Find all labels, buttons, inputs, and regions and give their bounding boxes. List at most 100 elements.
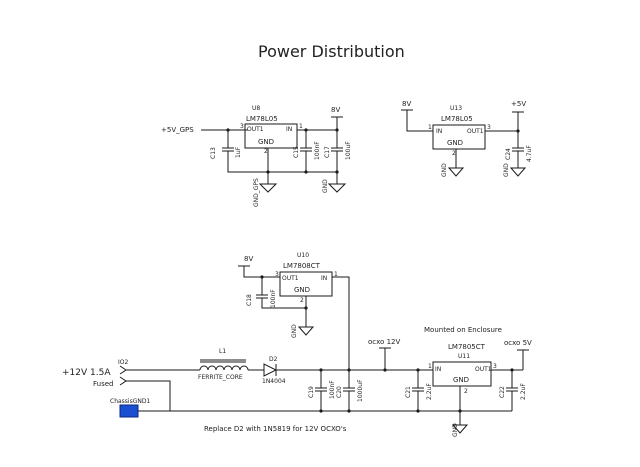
u8-pin-num: 3 [240,123,244,130]
c22-symbol [506,370,518,411]
chassis-gnd-tab [119,404,139,418]
c20-value: 1000uF [357,379,364,402]
net-label-5v: +5V [511,100,526,108]
wire [238,265,280,278]
c19-symbol [315,370,327,411]
u11-part: LM7805CT [448,343,486,351]
l1-ref: L1 [219,348,226,355]
c15-ref: C15 [293,146,300,158]
u11-ref: U11 [458,353,470,360]
u13-ref: U13 [450,105,462,112]
c18-ref: C18 [246,294,253,306]
main-input-block: +12V 1.5A Fused IO2 ChassisGND1 L1 FERRI… [62,326,532,437]
page-title: Power Distribution [258,42,405,61]
c20-ref: C20 [336,386,343,398]
net-label-gnd: GND [503,163,510,177]
gnd-symbol [327,183,347,193]
chassis-label: ChassisGND1 [110,398,150,405]
wire [379,347,391,370]
u10-pin-gnd: GND [294,286,310,294]
net-label-5v-gps: +5V_GPS [161,126,194,134]
u13-pin-out: OUT1 [467,128,484,135]
connector-pins [119,365,127,386]
c18-value: 100nF [270,289,277,308]
net-label-8v: 8V [331,106,340,114]
u8-pin-gnd: GND [258,138,274,146]
gnd-symbol [451,386,469,434]
c19-value: 100nF [329,380,336,399]
u13-pin-in: IN [436,128,442,135]
wire [460,349,529,412]
u11-pin-num: 3 [493,363,497,370]
u10-pin-num: 3 [275,271,279,278]
d2-value: 1N4004 [262,378,286,385]
net-label-ocxo-5v: ocxo 5V [504,339,532,347]
u10-pin-num: 2 [300,297,304,304]
u8-pin-in: IN [286,126,292,133]
u11-pin-out: OUT1 [475,366,492,373]
u8-regulator-block: +5V_GPS U8 LM78L05 OUT1 IN GND 3 1 2 8V … [161,105,352,207]
l1-value: FERRITE_CORE [198,374,243,381]
u13-part: LM78L05 [441,115,473,123]
net-label-gnd: GND [322,179,329,193]
c24-value: 4.7uF [526,145,533,162]
c18-symbol [256,277,306,309]
u11-body [432,361,492,387]
c15-symbol [300,130,312,172]
u11-pin-in: IN [435,366,441,373]
u8-ref: U8 [252,105,260,112]
u13-pin-num: 3 [487,124,491,131]
c22-ref: C22 [499,386,506,398]
u8-part: LM78L05 [246,115,278,123]
c13-ref: C13 [210,147,217,159]
u13-body [432,124,486,150]
c21-symbol [412,370,424,411]
gnd-gps-symbol [258,148,278,193]
c21-value: 2.2uF [426,383,433,400]
wire [332,276,350,370]
c13-symbol [222,130,337,173]
c24-symbol [512,131,524,168]
replace-note: Replace D2 with 1N5819 for 12V OCXO's [204,425,347,433]
net-label-gnd: GND [291,324,298,338]
net-label-gnd-gps: GND_GPS [253,178,260,207]
gnd-symbol [447,149,465,177]
gnd-symbol [297,296,315,336]
u13-pin-gnd: GND [447,139,463,147]
u10-pin-num: 1 [334,271,338,278]
c24-ref: C24 [505,148,512,160]
u8-pin-num: 1 [299,123,303,130]
net-label-gnd: GND [452,423,459,437]
c19-ref: C19 [308,386,315,398]
enclosure-note: Mounted on Enclosure [424,326,502,334]
connector-sublabel: Fused [93,380,113,388]
net-label-8v: 8V [402,100,411,108]
wire [485,111,524,132]
net-label-ocxo-12v: ocxo 12V [368,338,400,346]
l1-symbol [199,359,249,371]
u13-regulator-block: 8V U13 LM78L05 IN OUT1 GND 1 3 2 GND +5V… [401,100,533,177]
u8-pin-num: 2 [264,148,268,155]
c20-symbol [343,370,355,411]
c17-symbol [331,130,343,184]
c17-value: 100uF [345,141,352,160]
wire [401,109,433,132]
u10-pin-in: IN [321,275,327,282]
d2-ref: D2 [269,356,278,363]
u13-pin-num: 1 [428,124,432,131]
net-label-gnd: GND [441,163,448,177]
u11-pin-num: 2 [464,388,468,395]
u10-pin-out: OUT1 [282,275,299,282]
c15-value: 100nF [314,141,321,160]
u13-pin-num: 2 [452,150,456,157]
u10-regulator-block: 8V U10 LM7808CT OUT1 IN GND 3 1 2 C18 10… [238,252,350,370]
wire [297,116,343,131]
u8-body [244,123,298,149]
u11-pin-num: 1 [428,363,432,370]
connector-ref: IO2 [118,359,128,366]
c13-value: 1uF [235,146,242,158]
junction-dots [226,128,520,413]
gnd-symbol [509,167,527,177]
c17-ref: C17 [324,146,331,158]
